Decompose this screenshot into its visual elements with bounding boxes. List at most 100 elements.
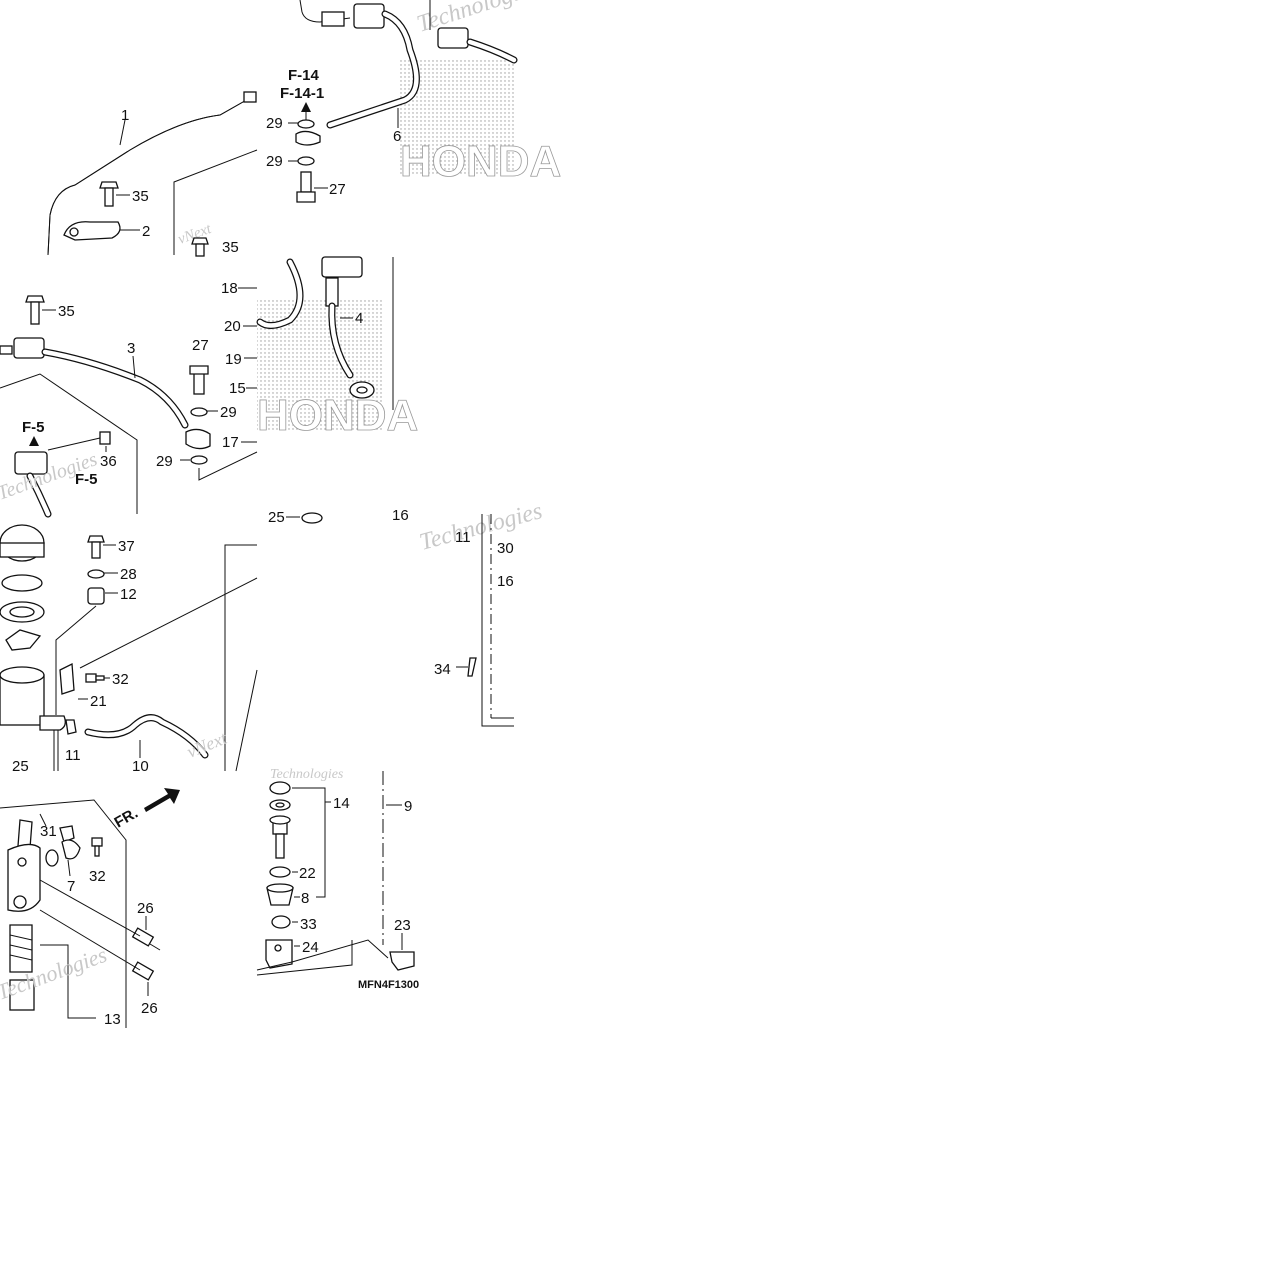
bolt-icon [193, 371, 205, 395]
tile-row3-left: 37 28 12 32 21 11 10 25 vNext [0, 524, 258, 775]
callout-27: 27 [329, 181, 346, 198]
tile-top-left: 1 35 2 vNext 35 [47, 91, 258, 257]
front-direction-arrow: FR. [112, 788, 180, 831]
nut-icon [271, 915, 291, 929]
bolt-icon [99, 181, 119, 207]
diagram-code: MFN4F1300 [358, 979, 419, 991]
fitting-icon [321, 11, 345, 27]
diaphragm-plate-icon [1, 574, 43, 592]
callout-19: 19 [225, 351, 242, 368]
screw-icon [91, 837, 103, 857]
callout-1: 1 [121, 107, 129, 124]
bolt-icon [300, 171, 312, 193]
callout-24: 24 [302, 939, 319, 956]
callout-22: 22 [299, 865, 316, 882]
bolt-icon [131, 927, 161, 951]
callout-35: 35 [132, 188, 149, 205]
callout-25: 25 [12, 758, 29, 775]
callout-17: 17 [222, 434, 239, 451]
washer-icon [87, 569, 105, 579]
callout-7: 7 [67, 878, 75, 895]
callout-6: 6 [393, 128, 401, 145]
callout-30: 30 [497, 540, 514, 557]
clevis-icon [265, 939, 293, 969]
hose-fitting [243, 91, 257, 103]
callout-37: 37 [118, 538, 135, 555]
clip-icon [59, 662, 75, 695]
callout-23: 23 [394, 917, 411, 934]
callout-9: 9 [404, 798, 412, 815]
bracket-icon [63, 221, 121, 241]
callout-11: 11 [455, 529, 471, 546]
callout-32: 32 [89, 868, 106, 885]
callout-21: 21 [90, 693, 107, 710]
watermark: Technologies [417, 498, 545, 556]
reference-f5: F-5 [22, 419, 45, 436]
callout-33: 33 [300, 916, 317, 933]
bolt-icon [99, 431, 111, 445]
callout-28: 28 [120, 566, 137, 583]
callout-15: 15 [229, 380, 246, 397]
callout-3: 3 [127, 340, 135, 357]
callout-29: 29 [266, 153, 283, 170]
watermark: Technologies [270, 767, 344, 782]
callout-10: 10 [132, 758, 149, 775]
tile-top-middle: HONDA Technologies F-14 F-14-1 29 29 27 … [266, 0, 562, 203]
callout-16: 16 [392, 507, 409, 524]
callout-29: 29 [156, 453, 173, 470]
callout-35: 35 [58, 303, 75, 320]
callout-13: 13 [104, 1011, 121, 1028]
hose-clip-icon [65, 719, 77, 735]
pin-icon [389, 951, 415, 971]
grommet-icon [87, 587, 105, 605]
callout-2: 2 [142, 223, 150, 240]
callout-36: 36 [100, 453, 117, 470]
tile-row4-middle: 22 8 14 33 24 9 23 MFN4F1300 Technologie… [256, 767, 419, 991]
tile-row2-middle: HONDA 4 18 20 19 15 17 [221, 256, 419, 451]
callout-29: 29 [266, 115, 283, 132]
washer-icon [269, 866, 291, 878]
washer-icon [297, 156, 315, 166]
callout-18: 18 [221, 280, 238, 297]
callout-14: 14 [333, 795, 350, 812]
tile-row3-middle: 25 16 Technologies 11 30 16 34 [268, 498, 545, 727]
reference-f14: F-14 [288, 67, 320, 84]
callout-12: 12 [120, 586, 137, 603]
honda-logo-text: HONDA [257, 391, 418, 440]
washer-icon [190, 407, 208, 417]
bolt-icon [191, 237, 209, 257]
callout-26: 26 [141, 1000, 158, 1017]
callout-34: 34 [434, 661, 451, 678]
banjo-icon [185, 428, 211, 450]
fitting-icon [325, 277, 339, 307]
washer-icon [297, 119, 315, 129]
bolt-icon [25, 295, 45, 325]
joint-icon [61, 839, 81, 860]
o-ring-icon [45, 849, 59, 867]
screw-icon [85, 673, 105, 683]
push-rod-icon [275, 833, 285, 859]
banjo-icon [295, 130, 321, 146]
master-cylinder-icon [7, 843, 41, 912]
joint-block [353, 3, 385, 29]
bolt-icon [131, 961, 155, 981]
callout-26: 26 [137, 900, 154, 917]
callout-25: 25 [268, 509, 285, 526]
float-icon [5, 629, 42, 651]
joint-block [437, 27, 469, 49]
tile-row2-left: 35 3 27 29 29 F-5 36 F-5 Technologies [0, 295, 258, 518]
cotter-pin-icon [467, 657, 477, 677]
joint-block [321, 256, 363, 278]
bolt-icon [87, 535, 105, 559]
reference-f14-1: F-14-1 [280, 85, 324, 102]
callout-4: 4 [355, 310, 363, 327]
joint-block [13, 337, 45, 359]
washer-icon [301, 512, 323, 524]
honda-logo-text: HONDA [400, 137, 561, 186]
callout-8: 8 [301, 890, 309, 907]
callout-11: 11 [65, 747, 81, 764]
callout-35: 35 [222, 239, 239, 256]
callout-29: 29 [220, 404, 237, 421]
callout-27: 27 [192, 337, 209, 354]
